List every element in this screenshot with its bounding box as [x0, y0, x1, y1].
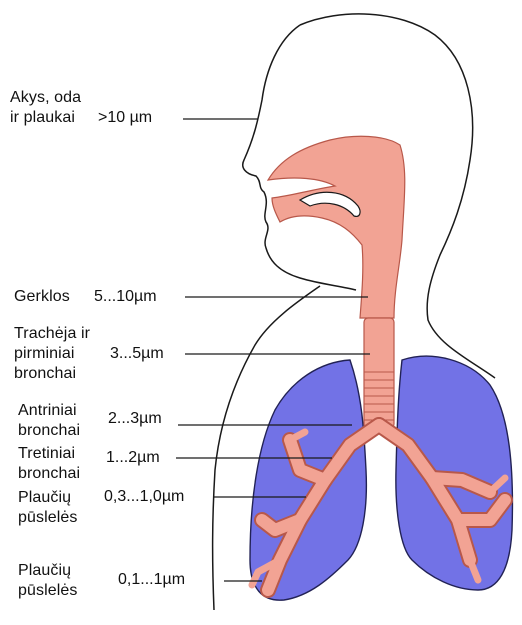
value-alveoli-upper: 0,3...1,0µm	[104, 487, 184, 507]
value-alveoli-lower: 0,1...1µm	[118, 570, 185, 590]
label-tertiary-bronchi: Tretiniai bronchai	[18, 444, 80, 484]
label-line: Akys, oda	[10, 88, 81, 108]
label-line: Plaučių	[18, 561, 78, 581]
value-eyes-skin-hair: >10 µm	[98, 108, 152, 128]
value-tertiary-bronchi: 1...2µm	[106, 448, 160, 468]
label-trachea-primary-bronchi: Trachėja ir pirminiai bronchai	[14, 324, 90, 384]
label-alveoli-lower: Plaučių pūslelės	[18, 561, 78, 601]
nasal-cavity	[268, 136, 405, 318]
label-line: Plaučių	[18, 488, 78, 508]
label-line: pūslelės	[18, 508, 78, 528]
value-larynx: 5...10µm	[94, 287, 157, 307]
label-larynx: Gerklos	[14, 287, 70, 307]
label-line: pirminiai	[14, 344, 90, 364]
value-secondary-bronchi: 2...3µm	[108, 409, 162, 429]
label-eyes-skin-hair: Akys, oda ir plaukai	[10, 88, 81, 128]
label-line: Trachėja ir	[14, 324, 90, 344]
label-line: ir plaukai	[10, 108, 81, 128]
label-line: Antriniai	[18, 401, 80, 421]
label-line: bronchai	[14, 364, 90, 384]
label-line: Gerklos	[14, 287, 70, 307]
label-line: bronchai	[18, 421, 80, 441]
value-trachea-primary-bronchi: 3...5µm	[110, 344, 164, 364]
label-secondary-bronchi: Antriniai bronchai	[18, 401, 80, 441]
label-line: pūslelės	[18, 581, 78, 601]
label-line: Tretiniai	[18, 444, 80, 464]
label-line: bronchai	[18, 464, 80, 484]
label-alveoli-upper: Plaučių pūslelės	[18, 488, 78, 528]
